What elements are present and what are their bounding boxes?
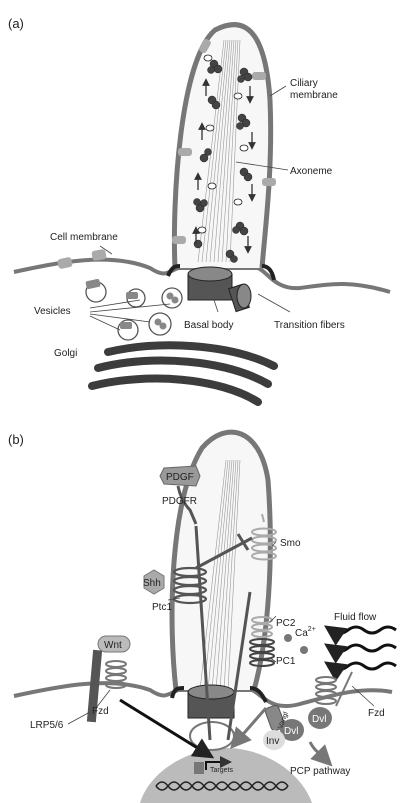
vangl-receptor [264, 704, 286, 732]
fzd-right-stalk [335, 671, 353, 707]
wnt-ligand [97, 635, 131, 653]
axoneme-label: Axoneme [290, 166, 333, 177]
ift-particles-light [197, 54, 249, 234]
membrane-protein [91, 249, 107, 261]
dvl-label-1: Dvl [284, 726, 298, 737]
calcium-ion [300, 646, 308, 654]
shh-ligand [143, 569, 165, 595]
transition-zone-b [170, 686, 268, 703]
calcium-label: Ca2+ [295, 626, 316, 639]
nucleus [140, 748, 312, 803]
targets-arrow [205, 756, 232, 770]
dna-strand-2 [155, 781, 289, 791]
pc2-label: PC2 [276, 618, 296, 629]
ciliary-membrane-shape [171, 22, 274, 269]
lrp-label: LRP5/6 [30, 720, 64, 731]
fzd-left-label: Fzd [92, 706, 109, 717]
targets-label: Targets [210, 767, 233, 774]
dvl-protein-1 [280, 719, 304, 741]
smo-label: Smo [280, 538, 301, 549]
basal-body [187, 266, 252, 313]
hh-signal [226, 591, 252, 741]
pdgf-label: PDGF [166, 472, 194, 483]
panel-b: (b) [8, 429, 397, 803]
ptc1-receptor [172, 566, 208, 605]
pc1-receptor [249, 638, 275, 667]
inhibition-bar [236, 533, 250, 551]
inv-protein [263, 730, 285, 750]
ciliary-membrane-label-2: membrane [290, 90, 338, 101]
golgi-label: Golgi [54, 348, 77, 359]
lrp-receptor [86, 649, 103, 723]
dvl-protein-2 [308, 707, 332, 729]
anterograde-arrows [192, 78, 210, 244]
dna-strand-1 [155, 781, 289, 791]
inv-arrow [230, 707, 268, 750]
vesicle-proteins [85, 279, 179, 330]
fluid-flow-label: Fluid flow [334, 612, 377, 623]
leader-lines-a [89, 85, 291, 331]
membrane-protein [57, 257, 73, 269]
basal-body-label: Basal body [184, 320, 233, 331]
calcium-ion [284, 634, 292, 642]
panel-b-label: (b) [8, 432, 24, 447]
smo-tail [261, 513, 265, 523]
vesicles-label: Vesicles [34, 306, 71, 317]
wnt-label: Wnt [104, 640, 122, 651]
fzd-receptor-left [105, 660, 127, 689]
transition-fibers-label: Transition fibers [274, 320, 345, 331]
retrograde-arrows [244, 86, 256, 254]
panel-a: (a) [8, 16, 391, 406]
transition-zone [166, 264, 276, 281]
basal-body-b [187, 684, 235, 751]
shh-label: Shh [143, 578, 161, 589]
axoneme-b [199, 459, 241, 691]
dvl-label-2: Dvl [312, 714, 326, 725]
pdgfr-label: PDGFR [162, 496, 197, 507]
ift-particles [193, 59, 253, 263]
fzd-receptor-right [315, 676, 337, 705]
golgi [88, 341, 278, 406]
fzd-right-label: Fzd [368, 708, 385, 719]
leader-lines-b [67, 541, 375, 725]
inv-label: Inv [266, 736, 279, 747]
pcp-label: PCP pathway [290, 766, 350, 777]
pdgfr-receptor [176, 485, 198, 525]
ptc1-label: Ptc1 [152, 602, 172, 613]
wnt-signal-arrow [119, 698, 215, 759]
pdgf-ligand [159, 465, 201, 487]
cell-membrane-label: Cell membrane [50, 232, 118, 243]
pdgfr-signal [194, 525, 212, 741]
pc1-label: PC1 [276, 656, 296, 667]
smo-receptor [251, 527, 277, 561]
pcp-arrow [308, 741, 333, 767]
ciliary-membrane-proteins [172, 39, 276, 244]
panel-a-label: (a) [8, 16, 24, 31]
ciliary-membrane-label-1: Ciliary [290, 78, 318, 89]
fluid-flow-arrows [324, 625, 397, 682]
targets-box [194, 762, 204, 774]
